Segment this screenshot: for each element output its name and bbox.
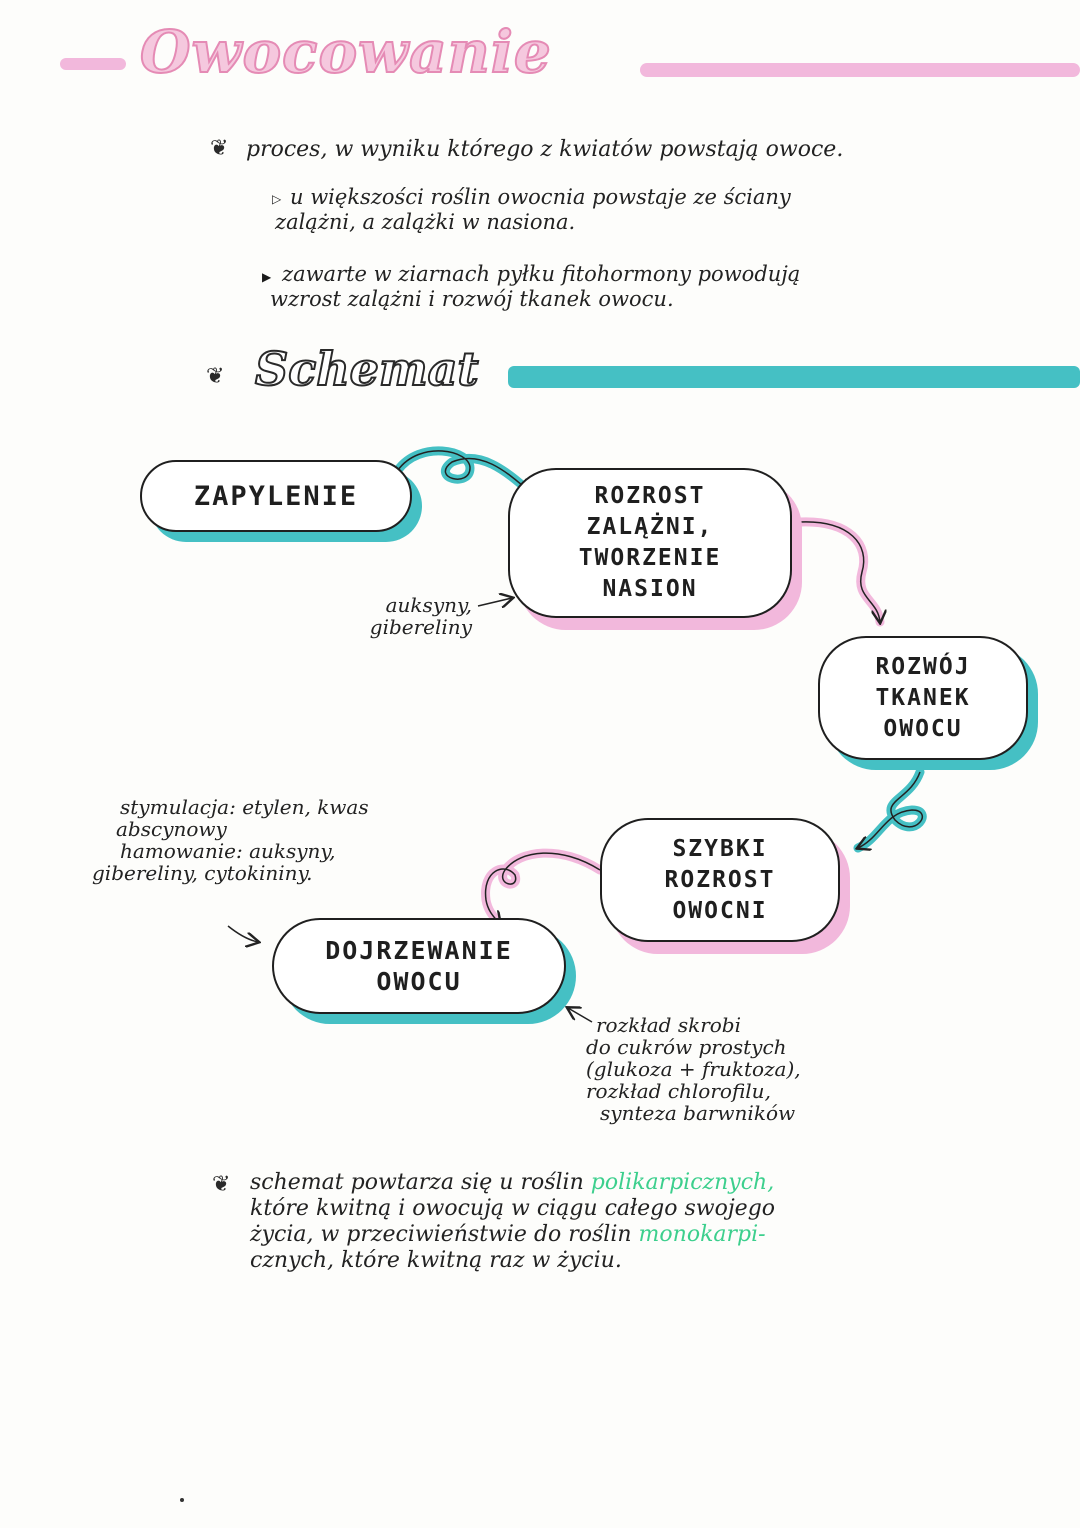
subbullet-1-line-1: u większości roślin owocnia powstaje ze …	[290, 185, 791, 209]
leaf-bullet-icon: ❦	[212, 1172, 231, 1197]
triangle-bullet-icon: ▷	[272, 192, 282, 206]
schemat-heading: Schemat	[254, 341, 480, 397]
hormones-arrow	[477, 598, 512, 606]
subbullet-1-line-2: zalążni, a zalążki w nasiona.	[275, 210, 576, 234]
term-polikarpiczne: polikarpicznych,	[590, 1170, 775, 1195]
term-monokarpiczne: monokarpi-	[638, 1222, 766, 1247]
stimulation-arrow	[227, 925, 258, 942]
subbullet-2-line-2: wzrost zalążni i rozwój tkanek owocu.	[270, 287, 674, 311]
triangle-bullet-icon: ▶	[262, 270, 272, 284]
closing-paragraph: schemat powtarza się u roślin polikarpic…	[250, 1170, 776, 1273]
page-title: Owocowanie	[139, 17, 552, 87]
node-rozwoj: ROZWÓJ TKANEK OWOCU	[818, 636, 1028, 760]
leaf-bullet-icon: ❦	[206, 364, 225, 389]
subbullet-2-line-1: zawarte w ziarnach pyłku fitohormony pow…	[282, 262, 801, 286]
connector-rozrost-rozwoj	[795, 517, 885, 627]
annotation-stimulation: stymulacja: etylen, kwas abscynowy hamow…	[92, 795, 369, 885]
title-line-left	[60, 58, 126, 70]
dot-mark	[180, 1498, 184, 1502]
annotation-ripening: rozkład skrobi do cukrów prostych (gluko…	[586, 1013, 801, 1125]
title-line-right	[640, 63, 1080, 77]
node-dojrzewanie: DOJRZEWANIE OWOCU	[272, 918, 566, 1014]
bullet-definition: proces, w wyniku którego z kwiatów powst…	[246, 137, 844, 162]
ripening-arrow	[568, 1008, 593, 1023]
annotation-hormones: auksyny, gibereliny	[369, 593, 472, 639]
node-zapylenie: ZAPYLENIE	[140, 460, 412, 532]
node-szybki: SZYBKI ROZROST OWOCNI	[600, 818, 840, 942]
node-rozrost: ROZROST ZALĄŻNI, TWORZENIE NASION	[508, 468, 792, 618]
connector-szybki-dojrzewanie	[481, 848, 605, 929]
leaf-bullet-icon: ❦	[210, 136, 229, 161]
schemat-underline	[508, 366, 1080, 388]
